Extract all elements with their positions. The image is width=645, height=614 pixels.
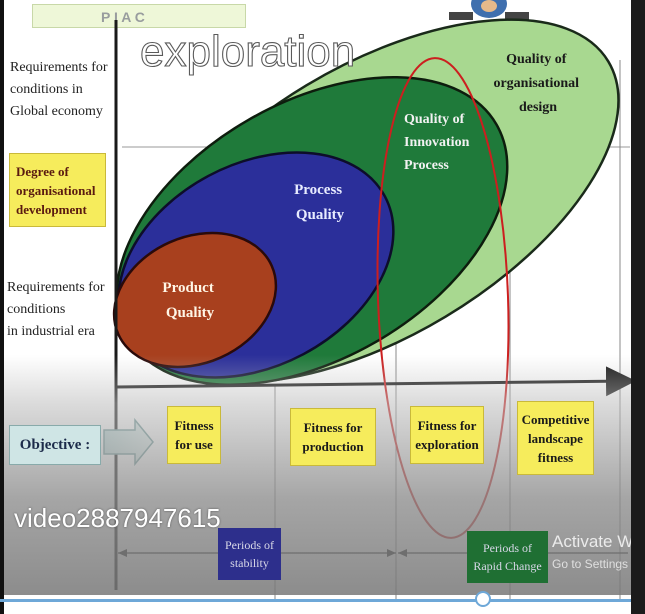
objective-fitness-for-production: Fitness for production (290, 408, 376, 466)
activate-windows-subtext: Go to Settings to (552, 557, 642, 571)
activate-windows-watermark: Activate Win (552, 532, 645, 551)
objective-fitness-for-exploration: Fitness for exploration (410, 406, 484, 464)
objective-competitive-landscape-fitness: Competitive landscape fitness (517, 401, 594, 475)
periods-of-rapid-change-box: Periods of Rapid Change (467, 531, 548, 583)
requirements-industrial-label: Requirements for conditions in industria… (7, 280, 105, 339)
periods-of-stability-box: Periods of stability (218, 528, 281, 580)
left-edge (0, 0, 4, 614)
requirements-global-label: Requirements for conditions in Global ec… (10, 60, 108, 119)
design-quality-label: Quality of organisational design (493, 52, 582, 115)
right-edge-bar (631, 0, 645, 614)
mascot-image (449, 0, 529, 20)
banner-text: P I A C (101, 9, 145, 25)
video-id-overlay: video2887947615 (14, 503, 221, 533)
objective-fitness-for-use: Fitness for use (167, 406, 221, 464)
degree-of-development-box: Degree of organisational development (9, 153, 106, 227)
innovation-quality-label: Quality of Innovation Process (404, 112, 473, 173)
exploration-heading: exploration (140, 27, 355, 76)
video-scrub-handle[interactable] (475, 591, 491, 607)
process-quality-label: Process Quality (294, 182, 346, 223)
objective-label: Objective : (9, 425, 101, 465)
product-quality-label: Product Quality (162, 280, 217, 321)
video-progress-bar[interactable] (0, 599, 631, 602)
top-banner: P I A C (32, 4, 246, 28)
